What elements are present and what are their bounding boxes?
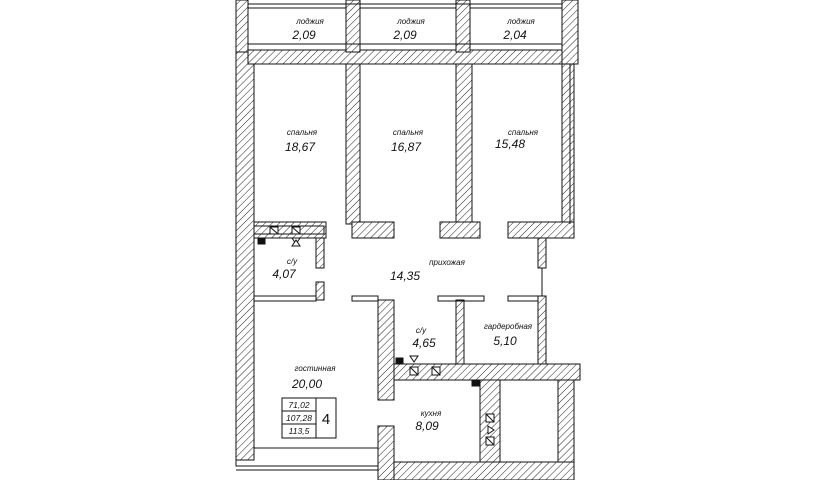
info-rooms-count: 4 [322,411,330,428]
wall-bedroom-bottom-2 [351,221,395,239]
wall-bath2-right [455,299,465,365]
partition-hall-2 [437,295,485,302]
bedroom3-area: 15,48 [495,137,525,151]
bedroom1-area: 18,67 [285,140,316,154]
outer-wall-right-mid2 [537,295,547,367]
thin-lines [235,3,575,471]
wall-bedroom-bottom-4 [507,221,575,239]
wardrobe-area: 5,10 [493,334,517,348]
loggia-divider-1 [345,0,361,53]
room-labels: лоджия 2,09 лоджия 2,09 лоджия 2,04 спал… [272,17,538,433]
outer-wall-top [247,49,567,65]
loggia-divider-2 [455,0,471,53]
loggia2-area: 2,09 [392,28,417,42]
vent-filled-markers [257,237,480,387]
loggia2-name: лоджия [396,17,425,26]
outer-wall-right-upper [561,63,575,225]
partition-bath1-bottom [253,295,317,302]
loggia3-name: лоджия [506,17,535,26]
bedroom1-name: спальня [287,128,318,137]
wall-kitchen-top [393,363,581,381]
kitchen-name: кухня [421,409,442,418]
outer-wall-left [235,51,255,461]
partition-hall-1 [351,295,379,302]
bedroom2-area: 16,87 [391,140,422,154]
loggia1-name: лоджия [295,17,324,26]
living-area: 20,00 [291,377,322,391]
outer-wall-right-mid [537,237,547,269]
info-area-2: 107,28 [286,413,312,423]
info-area-3: 113,5 [289,426,310,436]
bath2-area: 4,65 [412,336,436,350]
partition-bath1-top [253,225,325,235]
hall-name: прихожая [429,258,465,267]
wall-bath1-right-bottom [315,281,325,301]
bath1-name: с/у [287,257,298,266]
partition-hall-3 [507,295,539,302]
wall-bath1-right-top [315,237,325,269]
loggia3-area: 2,04 [502,28,527,42]
apartment-info-box: 71,02 107,28 113,5 4 [281,397,337,439]
loggia-wall-left [235,0,249,53]
loggia1-area: 2,09 [291,28,316,42]
outer-wall-right-lower [557,379,575,465]
wall-bedroom-2-3 [455,63,473,225]
wardrobe-name: гардеробная [484,322,533,331]
loggia-frame [247,3,563,45]
hall-area: 14,35 [390,269,420,283]
wall-living-door [377,425,395,480]
info-area-1: 71,02 [288,400,310,410]
kitchen-area: 8,09 [415,419,439,433]
vent-symbols [269,226,495,446]
loggia-wall-right [561,0,579,65]
wall-bedroom-1-2 [345,63,361,225]
wall-bath2-left [377,299,395,401]
bedroom2-name: спальня [393,128,424,137]
wall-bedroom-bottom-3 [439,221,481,239]
bedroom3-name: спальня [508,128,539,137]
bath2-name: с/у [416,326,427,335]
riser-triangles [291,237,495,435]
bath1-area: 4,07 [272,267,297,281]
wall-bedroom-bottom-1 [253,221,327,239]
outer-wall-bottom-kitchen [393,461,575,480]
living-name: гостинная [295,364,337,373]
